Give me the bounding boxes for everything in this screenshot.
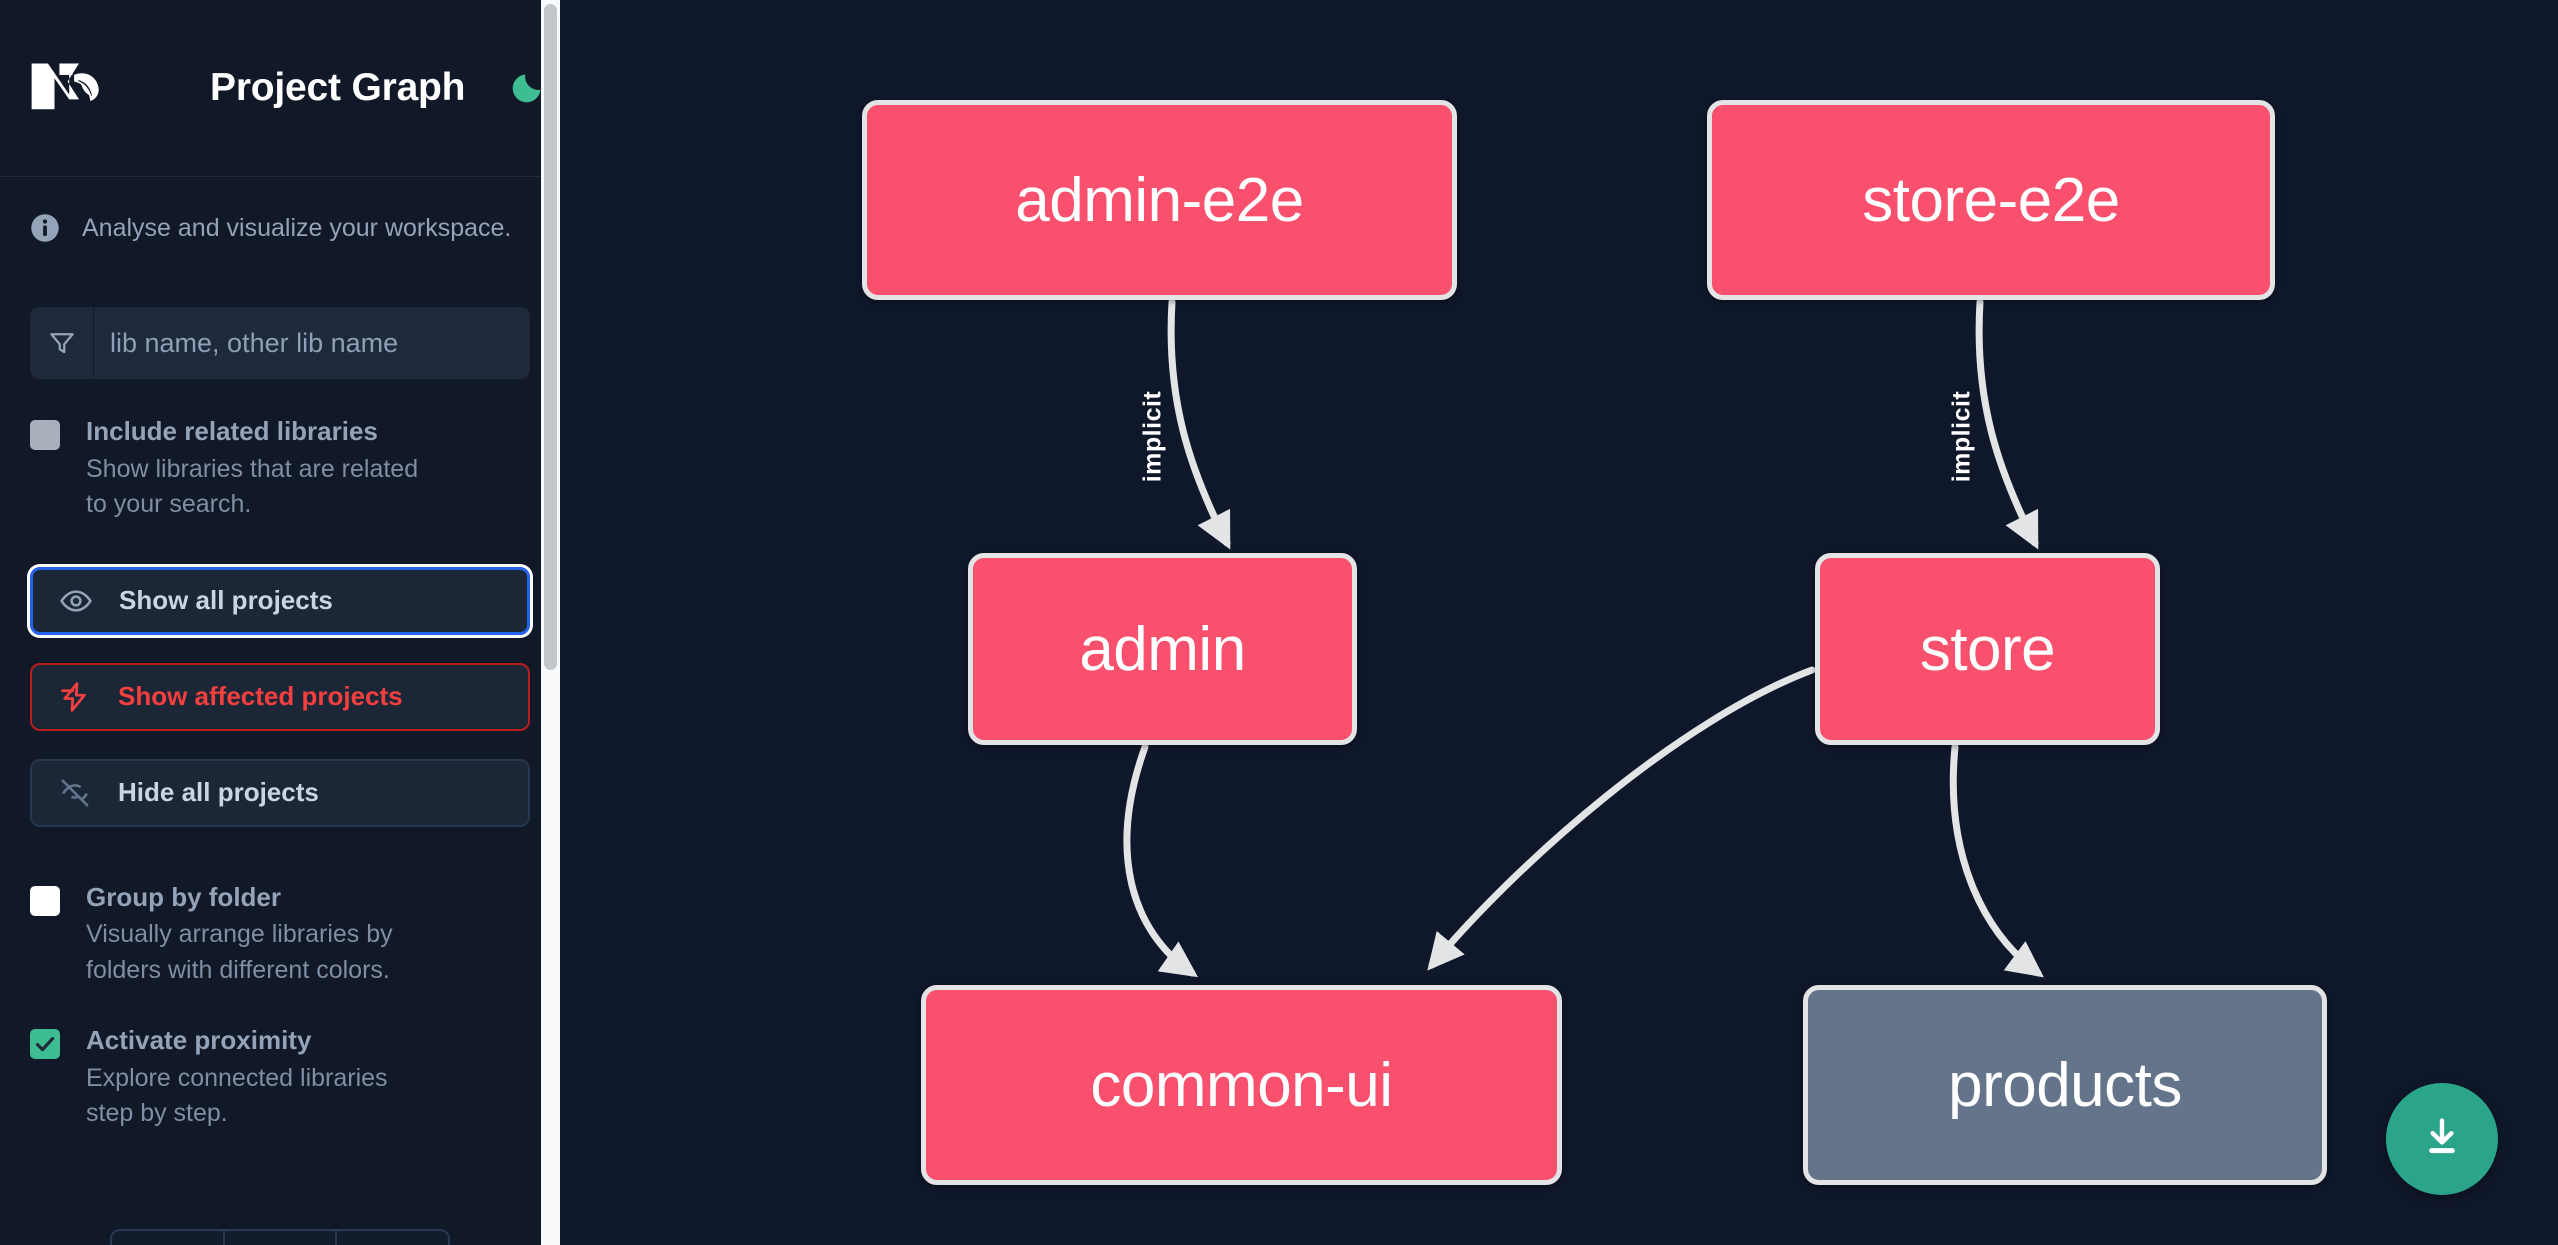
checkbox-include-related-text: Include related libraries Show libraries…: [86, 415, 426, 523]
checkbox-activate-proximity-description: Explore connected libraries step by step…: [86, 1063, 388, 1128]
graph-node-admin-label: admin: [1079, 614, 1246, 684]
show-affected-projects-button[interactable]: Show affected projects: [30, 662, 530, 731]
search-input[interactable]: [94, 307, 530, 379]
checkbox-include-related-label: Include related libraries: [86, 416, 378, 446]
hide-all-projects-label: Hide all projects: [118, 777, 319, 807]
graph-canvas[interactable]: admin-e2e store-e2e admin store common-u…: [560, 0, 2558, 1245]
download-graph-button[interactable]: [2386, 1083, 2498, 1195]
edge-admin-common-ui: [1123, 743, 1198, 978]
sidebar-scrollbar[interactable]: [541, 0, 560, 1245]
edge-store-common-ui: [1427, 666, 1816, 971]
edge-admin-e2e-admin: [1167, 298, 1231, 550]
proximity-segment-1[interactable]: [112, 1231, 225, 1245]
tagline: Analyse and visualize your workspace.: [30, 213, 530, 243]
filter-icon[interactable]: [30, 307, 94, 379]
sidebar: Project Graph Analyse and visualize your…: [0, 0, 560, 1245]
graph-edges: [1123, 298, 2044, 978]
checkbox-group-by-folder-text: Group by folder Visually arrange librari…: [86, 881, 426, 989]
edge-store-products: [1949, 743, 2044, 978]
graph-node-store-label: store: [1919, 614, 2056, 684]
checkbox-include-related[interactable]: Include related libraries Show libraries…: [30, 415, 530, 523]
graph-node-store-e2e-label: store-e2e: [1862, 165, 2120, 235]
graph-node-admin-e2e[interactable]: admin-e2e: [862, 100, 1457, 300]
graph-node-store-e2e[interactable]: store-e2e: [1707, 100, 2275, 300]
page-title: Project Graph: [210, 66, 466, 109]
hide-all-projects-button[interactable]: Hide all projects: [30, 758, 530, 827]
proximity-segment-3[interactable]: [337, 1231, 448, 1245]
eye-slash-icon: [58, 776, 94, 810]
download-icon: [2419, 1114, 2465, 1165]
lightning-bolt-icon: [58, 680, 94, 714]
checkbox-activate-proximity[interactable]: Activate proximity Explore connected lib…: [30, 1024, 530, 1132]
checkbox-group-by-folder[interactable]: Group by folder Visually arrange librari…: [30, 881, 530, 989]
checkbox-group-by-folder-description: Visually arrange libraries by folders wi…: [86, 920, 393, 984]
edge-store-e2e-store: [1975, 298, 2039, 550]
graph-node-products[interactable]: products: [1803, 985, 2327, 1185]
checkbox-activate-proximity-box[interactable]: [30, 1029, 60, 1059]
sidebar-header: Project Graph: [0, 0, 560, 177]
checkbox-activate-proximity-text: Activate proximity Explore connected lib…: [86, 1024, 426, 1132]
show-all-projects-label: Show all projects: [119, 585, 333, 615]
checkbox-group-by-folder-label: Group by folder: [86, 881, 281, 912]
graph-node-common-ui-label: common-ui: [1090, 1050, 1393, 1120]
graph-node-store[interactable]: store: [1815, 553, 2160, 745]
checkbox-activate-proximity-label: Activate proximity: [86, 1025, 312, 1055]
checkbox-group-by-folder-box[interactable]: [30, 885, 60, 916]
nx-logo: [30, 56, 128, 120]
proximity-segmented-control[interactable]: [110, 1229, 450, 1245]
show-all-projects-button[interactable]: Show all projects: [30, 566, 530, 635]
proximity-segment-2[interactable]: [224, 1231, 338, 1245]
sidebar-scrollbar-thumb[interactable]: [544, 4, 557, 670]
graph-node-products-label: products: [1948, 1050, 2182, 1120]
tagline-text: Analyse and visualize your workspace.: [82, 213, 512, 242]
graph-node-common-ui[interactable]: common-ui: [921, 985, 1562, 1185]
show-affected-projects-label: Show affected projects: [118, 681, 403, 711]
info-icon: [30, 213, 60, 243]
moon-icon[interactable]: [509, 67, 545, 109]
checkbox-include-related-box[interactable]: [30, 420, 60, 450]
sidebar-body: Analyse and visualize your workspace. In…: [0, 213, 560, 1245]
eye-icon: [59, 584, 95, 618]
checkbox-include-related-description: Show libraries that are related to your …: [86, 454, 419, 519]
graph-node-admin[interactable]: admin: [968, 553, 1357, 745]
graph-node-admin-e2e-label: admin-e2e: [1015, 165, 1304, 235]
search-field[interactable]: [30, 307, 530, 379]
